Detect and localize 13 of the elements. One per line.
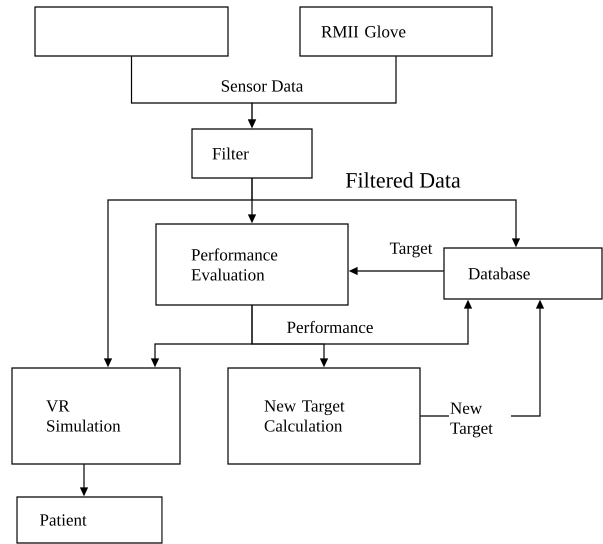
process-box: Performance Evaluation (155, 223, 349, 306)
process-box: Patient (16, 496, 163, 544)
process-box: VR Simulation (11, 367, 181, 465)
edge-label: Sensor Data (220, 79, 304, 93)
edge-label: Target (388, 242, 434, 258)
edge-label: Performance (286, 320, 374, 334)
empty-box (34, 6, 229, 57)
process-box: RMII Glove (299, 6, 493, 57)
process-box: Database (443, 247, 603, 300)
process-box: New Target Calculation (227, 367, 421, 465)
edge-label: New Target (449, 402, 511, 438)
edge-label: Filtered Data (344, 171, 462, 189)
process-box: Filter (191, 128, 313, 179)
